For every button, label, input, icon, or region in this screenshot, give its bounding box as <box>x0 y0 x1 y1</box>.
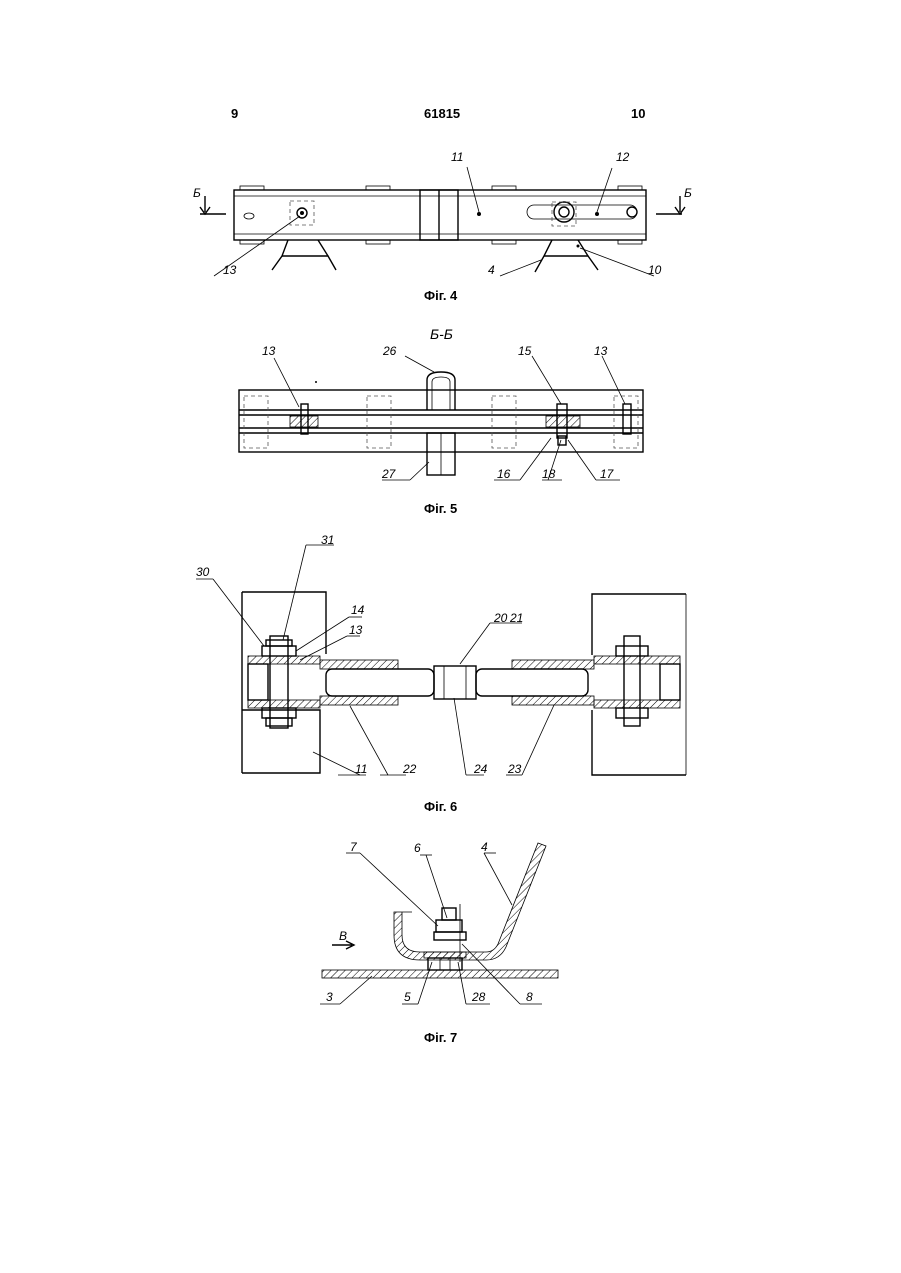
fig4-label-4: 4 <box>488 263 495 277</box>
fig6-label-21: 21 <box>509 611 523 625</box>
fig7-label-4: 4 <box>481 840 488 854</box>
fig7-label-6: 6 <box>414 841 421 855</box>
fig4-label-section-right: Б <box>684 186 692 200</box>
figure-7: 7 6 4 В 3 5 28 8 <box>320 840 558 1004</box>
figure-5-caption: Фіг. 5 <box>424 501 457 516</box>
figure-7-caption: Фіг. 7 <box>424 1030 457 1045</box>
fig7-label-5: 5 <box>404 990 411 1004</box>
fig7-label-section: В <box>339 929 347 943</box>
figure-5: Б-Б 13 26 15 13 27 16 18 17 <box>239 326 643 481</box>
fig6-label-22: 22 <box>402 762 417 776</box>
fig4-label-section-left: Б <box>193 186 201 200</box>
fig6-label-23: 23 <box>507 762 522 776</box>
fig4-label-11: 11 <box>451 150 463 164</box>
fig6-label-11: 11 <box>355 762 367 776</box>
fig7-label-7: 7 <box>350 840 358 854</box>
fig6-label-14: 14 <box>351 603 365 617</box>
fig5-label-17: 17 <box>600 467 615 481</box>
fig6-label-24: 24 <box>473 762 488 776</box>
fig5-label-26: 26 <box>382 344 397 358</box>
fig5-label-15: 15 <box>518 344 532 358</box>
fig5-label-13-left: 13 <box>262 344 276 358</box>
figure-6-caption: Фіг. 6 <box>424 799 457 814</box>
fig4-label-12: 12 <box>616 150 630 164</box>
figure-4-caption: Фіг. 4 <box>424 288 457 303</box>
fig5-label-13-right: 13 <box>594 344 608 358</box>
fig6-label-31: 31 <box>321 533 334 547</box>
fig5-label-18: 18 <box>542 467 556 481</box>
fig7-label-28: 28 <box>471 990 486 1004</box>
figure-6: 30 31 14 13 20 21 11 22 24 23 <box>196 533 686 776</box>
fig6-label-13: 13 <box>349 623 363 637</box>
fig4-label-13: 13 <box>223 263 237 277</box>
fig6-label-30: 30 <box>196 565 210 579</box>
fig4-label-10: 10 <box>648 263 662 277</box>
fig5-label-16: 16 <box>497 467 511 481</box>
fig7-label-3: 3 <box>326 990 333 1004</box>
fig7-label-8: 8 <box>526 990 533 1004</box>
fig5-label-27: 27 <box>381 467 397 481</box>
fig6-label-20: 20 <box>493 611 508 625</box>
figure-4: Б Б 11 12 13 4 10 <box>193 150 692 277</box>
fig5-section-title: Б-Б <box>430 326 453 342</box>
